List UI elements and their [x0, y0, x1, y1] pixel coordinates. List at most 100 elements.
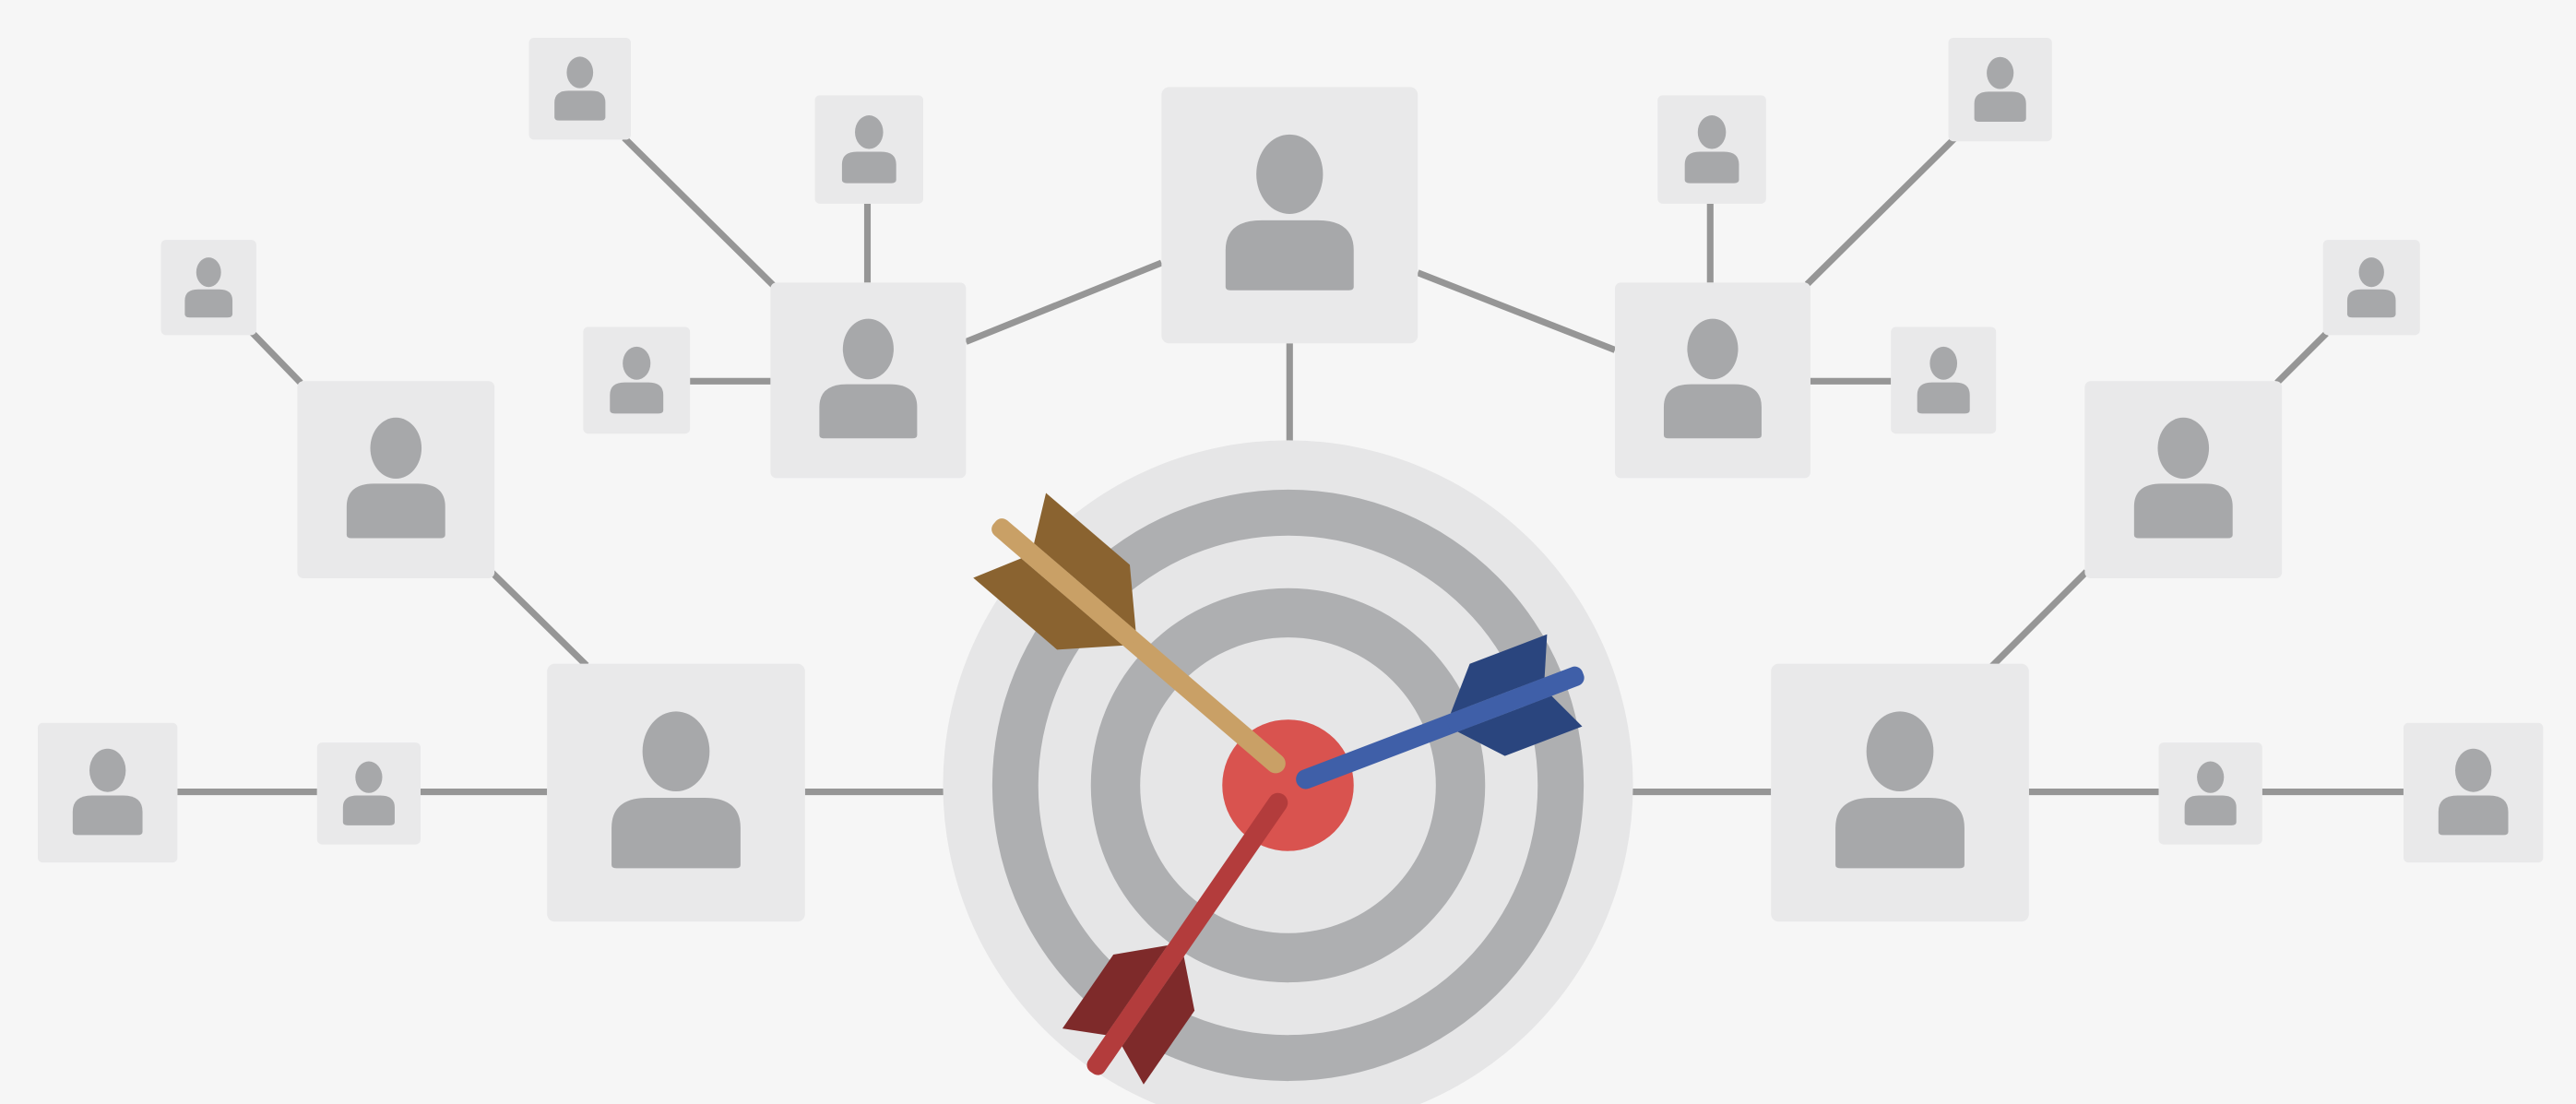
profile-card — [1614, 282, 1810, 479]
connector-line — [2274, 331, 2329, 386]
person-head — [2157, 417, 2210, 480]
arrow-fletching — [1122, 956, 1195, 1085]
person-head — [1987, 56, 2014, 89]
person-icon — [346, 417, 445, 539]
person-head — [1256, 134, 1324, 214]
person-icon — [1663, 318, 1762, 439]
person-body — [841, 151, 896, 184]
person-icon — [1917, 346, 1970, 414]
person-body — [1835, 798, 1965, 869]
card-background — [2322, 240, 2420, 336]
connector-lines — [177, 136, 2404, 796]
card-background — [1771, 663, 2029, 922]
profile-card — [1771, 663, 2029, 922]
person-head — [89, 748, 126, 792]
profile-cards — [37, 37, 2544, 922]
person-head — [854, 115, 884, 149]
arrow-blue — [1296, 634, 1585, 789]
person-body — [819, 384, 918, 439]
person-icon — [1835, 711, 1965, 869]
card-background — [2158, 742, 2262, 845]
person-body — [1684, 151, 1739, 184]
person-icon — [1974, 56, 2026, 123]
person-head — [842, 318, 894, 380]
person-icon — [342, 761, 395, 825]
profile-card — [583, 326, 691, 434]
profile-card — [316, 742, 421, 845]
profile-card — [547, 663, 805, 922]
card-background — [770, 282, 967, 479]
person-head — [2454, 748, 2492, 792]
card-background — [583, 326, 691, 434]
card-background — [1161, 87, 1419, 344]
connector-line — [1416, 269, 1617, 353]
arrow-fletching — [973, 558, 1123, 650]
person-icon — [610, 346, 664, 414]
profile-card — [2158, 742, 2262, 845]
person-body — [2438, 795, 2509, 836]
arrow-fletching — [1034, 493, 1136, 631]
profile-card — [770, 282, 967, 479]
person-body — [2184, 795, 2237, 825]
card-background — [2084, 381, 2283, 578]
person-icon — [2438, 748, 2509, 836]
card-background — [1614, 282, 1810, 479]
profile-card — [160, 240, 256, 336]
person-icon — [2133, 417, 2233, 539]
person-icon — [1684, 115, 1739, 184]
person-icon — [841, 115, 896, 184]
person-body — [610, 382, 664, 414]
arrow-fletching — [1062, 944, 1169, 1036]
arrows — [973, 493, 1585, 1085]
card-background — [814, 95, 924, 204]
profile-card — [2084, 381, 2283, 578]
card-background — [316, 742, 421, 845]
arrow-tan — [973, 493, 1286, 774]
profile-card — [2403, 722, 2544, 863]
arrow-shaft-tail — [1086, 943, 1185, 1075]
person-body — [1917, 382, 1970, 414]
card-background — [1891, 326, 1997, 434]
person-body — [611, 798, 741, 869]
card-background — [1948, 37, 2052, 142]
card-background — [528, 37, 631, 140]
profile-card — [814, 95, 924, 204]
connector-line — [622, 136, 778, 291]
connector-line — [1804, 136, 1958, 287]
person-body — [346, 483, 445, 539]
profile-card — [1161, 87, 1419, 344]
profile-card — [1657, 95, 1766, 204]
person-head — [623, 346, 651, 380]
card-background — [297, 381, 495, 578]
connector-line — [1988, 569, 2089, 670]
person-head — [2358, 257, 2384, 288]
arrow-red — [1062, 792, 1288, 1085]
card-background — [37, 722, 178, 863]
person-icon — [184, 257, 233, 318]
card-background — [2403, 722, 2544, 863]
person-body — [72, 795, 143, 836]
arrow-shaft-tail — [991, 518, 1138, 647]
person-icon — [611, 711, 741, 869]
person-icon — [554, 56, 606, 121]
person-body — [2346, 289, 2396, 318]
person-body — [184, 289, 233, 318]
profile-card — [2322, 240, 2420, 336]
person-body — [1663, 384, 1762, 439]
person-icon — [1225, 134, 1354, 291]
person-body — [1974, 91, 2026, 123]
person-icon — [72, 748, 143, 836]
person-head — [370, 417, 422, 480]
person-head — [1697, 115, 1727, 149]
person-head — [566, 56, 594, 89]
person-head — [1866, 711, 1934, 792]
connector-line — [248, 329, 303, 386]
arrow-fletching — [1450, 634, 1548, 714]
person-head — [196, 257, 221, 288]
person-head — [1687, 318, 1739, 380]
profile-card — [1891, 326, 1997, 434]
profile-card — [297, 381, 495, 578]
person-body — [554, 90, 606, 121]
